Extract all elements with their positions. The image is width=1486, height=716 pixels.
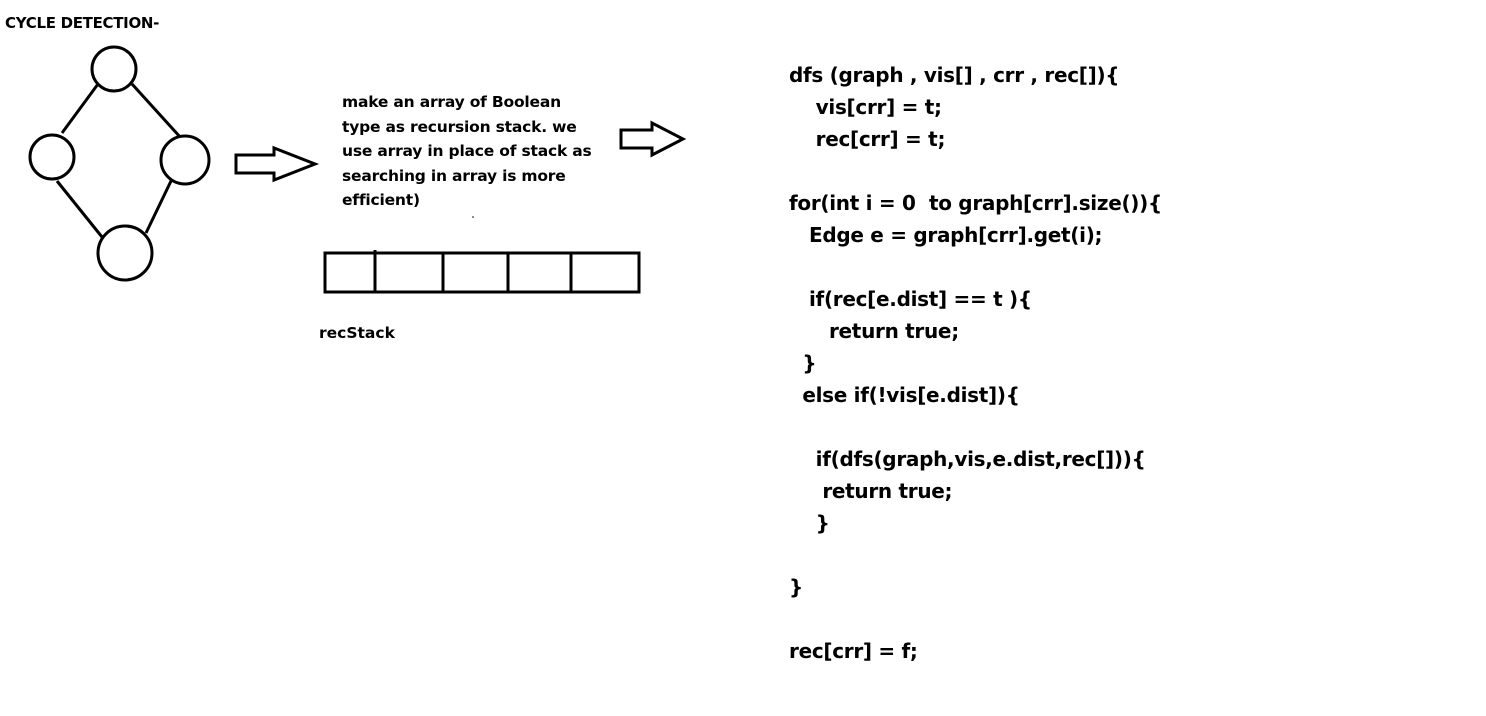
code-line: Edge e = graph[crr].get(i); [789,223,1103,247]
code-line: } [789,351,817,375]
rec-stack-frame [323,251,641,294]
arrow-icon-graph-to-note [234,145,320,183]
code-line: rec[crr] = t; [789,127,946,151]
code-line: } [789,575,803,599]
graph-node-right [159,134,211,186]
stray-dot [472,216,474,218]
code-line: return true; [789,319,959,343]
code-line: dfs (graph , vis[] , crr , rec[]){ [789,63,1120,87]
arrow-icon-note-to-code [619,120,687,158]
graph-diagram [28,45,211,282]
graph-edge-right-bottom [144,180,173,234]
rec-stack-label: recStack [319,324,395,342]
note-line: use array in place of stack as [342,142,592,160]
page-title: CYCLE DETECTION- [5,14,160,32]
explanation-note: make an array of Boolean type as recursi… [342,90,612,213]
code-line: vis[crr] = t; [789,95,942,119]
code-line: else if(!vis[e.dist]){ [789,383,1020,407]
code-line: } [789,511,830,535]
code-line: if(dfs(graph,vis,e.dist,rec[])){ [789,447,1146,471]
note-line: type as recursion stack. we [342,117,577,136]
note-line: make an array of Boolean [342,93,561,111]
note-line: searching in array is more [342,166,566,185]
rec-stack-array [323,250,641,294]
graph-node-top [90,45,138,93]
code-line: for(int i = 0 to graph[crr].size()){ [789,191,1162,215]
graph-node-bottom [96,224,154,282]
graph-node-left [28,133,76,181]
code-line: return true; [789,479,953,503]
graph-edge-left-bottom [55,180,104,238]
note-line: efficient) [342,191,420,209]
code-line: if(rec[e.dist] == t ){ [789,287,1032,311]
graph-edge-top-right [130,82,183,140]
code-line: rec[crr] = f; [789,639,918,663]
graph-edge-top-left [60,83,100,134]
